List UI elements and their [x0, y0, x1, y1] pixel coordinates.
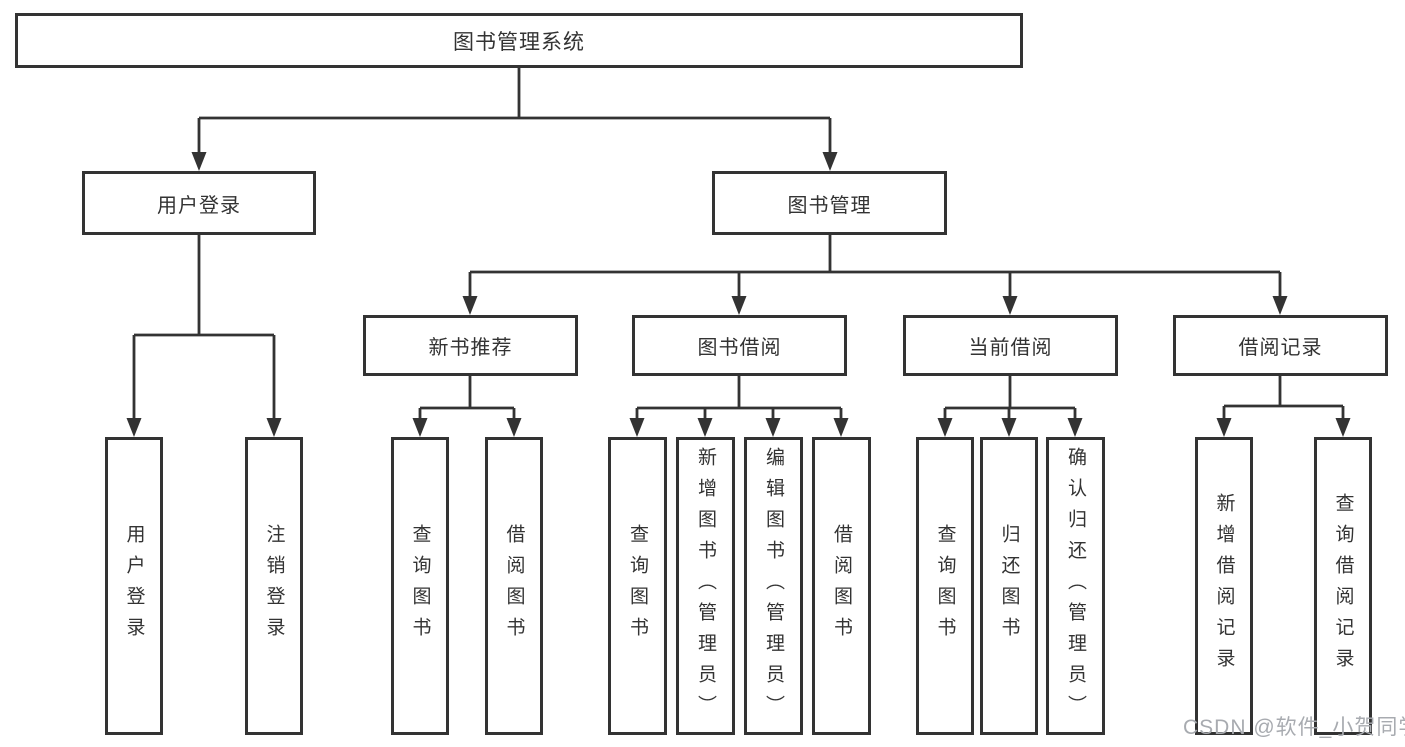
- node-label: 用户登录: [123, 524, 145, 648]
- node-label: 借阅图书: [831, 524, 852, 648]
- node-label: 当前借阅: [968, 337, 1053, 359]
- node-label: 新书推荐: [428, 337, 513, 359]
- node-label: 编辑图书（管理员）: [763, 446, 784, 726]
- node-label: 图书管理: [787, 194, 872, 217]
- node-borrow-records: 借阅记录: [1173, 315, 1388, 376]
- arrowhead-icon: [1067, 418, 1083, 437]
- arrowhead-icon: [1001, 418, 1017, 437]
- arrowhead-icon: [937, 418, 953, 437]
- node-label: 新增借阅记录: [1213, 493, 1235, 679]
- node-label: 借阅图书: [503, 524, 525, 648]
- node-leaf-add-book: 新增图书（管理员）: [676, 437, 735, 735]
- node-label: 查询图书: [409, 524, 431, 648]
- node-label: 新增图书（管理员）: [695, 446, 716, 726]
- arrowhead-icon: [506, 418, 522, 437]
- node-book-management: 图书管理: [712, 171, 947, 235]
- arrowhead-icon: [1335, 418, 1351, 437]
- node-label: 归还图书: [998, 524, 1020, 648]
- node-label: 图书管理系统: [453, 30, 585, 54]
- arrowhead-icon: [191, 152, 207, 171]
- node-leaf-query-borrow-record: 查询借阅记录: [1314, 437, 1372, 735]
- node-label: 查询借阅记录: [1332, 493, 1354, 679]
- node-leaf-borrow-book-recommend: 借阅图书: [485, 437, 543, 735]
- node-label: 查询图书: [627, 524, 648, 648]
- arrowhead-icon: [833, 418, 849, 437]
- node-root: 图书管理系统: [15, 13, 1023, 68]
- node-leaf-user-login: 用户登录: [105, 437, 163, 735]
- arrowhead-icon: [697, 418, 713, 437]
- node-label: 查询图书: [934, 524, 956, 648]
- arrowhead-icon: [629, 418, 645, 437]
- node-leaf-query-book-current: 查询图书: [916, 437, 974, 735]
- node-leaf-query-book-recommend: 查询图书: [391, 437, 449, 735]
- arrowhead-icon: [1002, 296, 1018, 315]
- node-current-borrow: 当前借阅: [903, 315, 1118, 376]
- arrowhead-icon: [765, 418, 781, 437]
- node-leaf-borrow-book: 借阅图书: [812, 437, 871, 735]
- node-leaf-confirm-return: 确认归还（管理员）: [1046, 437, 1105, 735]
- node-user-login: 用户登录: [82, 171, 316, 235]
- node-label: 借阅记录: [1238, 337, 1323, 359]
- node-label: 注销登录: [263, 524, 285, 648]
- arrowhead-icon: [1216, 418, 1232, 437]
- watermark: CSDN @软件_小贺同学: [1183, 716, 1405, 739]
- node-leaf-logout: 注销登录: [245, 437, 303, 735]
- arrowhead-icon: [462, 296, 478, 315]
- arrowhead-icon: [412, 418, 428, 437]
- connector-path: [132, 68, 1345, 425]
- arrowhead-icon: [126, 418, 142, 437]
- arrowhead-icon: [1272, 296, 1288, 315]
- arrowhead-icon: [266, 418, 282, 437]
- node-label: 确认归还（管理员）: [1065, 446, 1086, 726]
- node-leaf-add-borrow-record: 新增借阅记录: [1195, 437, 1253, 735]
- node-label: 用户登录: [157, 194, 241, 217]
- node-label: 图书借阅: [697, 337, 782, 359]
- node-leaf-return-book: 归还图书: [980, 437, 1038, 735]
- node-new-book-recommend: 新书推荐: [363, 315, 578, 376]
- node-book-borrow: 图书借阅: [632, 315, 847, 376]
- node-leaf-query-book-borrow: 查询图书: [608, 437, 667, 735]
- arrowhead-icon: [731, 296, 747, 315]
- arrowhead-icon: [822, 152, 838, 171]
- node-leaf-edit-book: 编辑图书（管理员）: [744, 437, 803, 735]
